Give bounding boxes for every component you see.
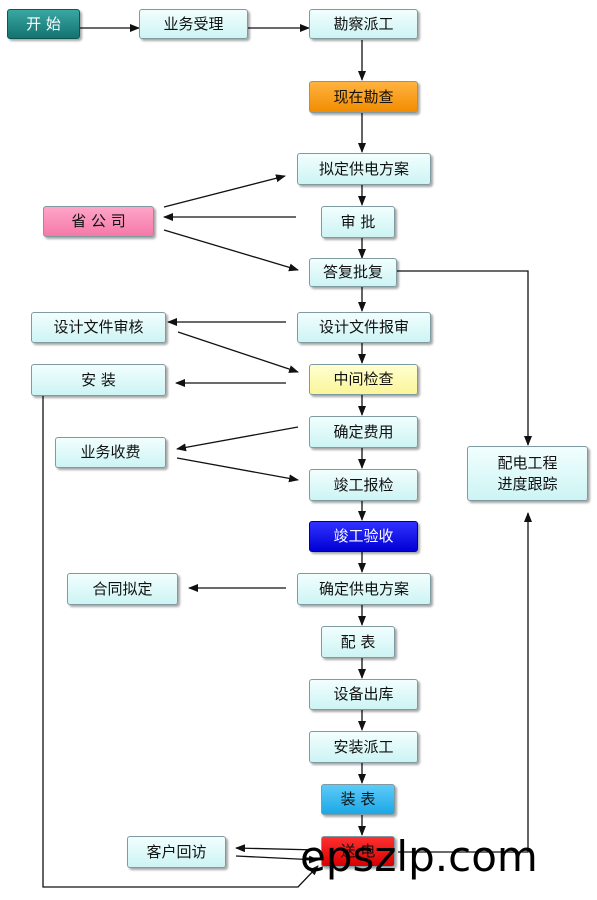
mid-check-node: 中间检查	[309, 364, 418, 395]
design-submit-node: 设计文件报审	[297, 312, 431, 343]
draft-plan-node: 拟定供电方案	[297, 153, 431, 185]
customer-visit-node: 客户回访	[127, 836, 226, 868]
business-fee-node: 业务收费	[55, 437, 166, 468]
power-on-node: 送 电	[321, 836, 395, 867]
site-watermark: epszlp.com	[300, 832, 538, 881]
design-review-node: 设计文件审核	[31, 312, 166, 343]
arrow-poweron-to-visit	[235, 844, 319, 853]
arrow-visit-to-poweron	[235, 855, 319, 864]
reply-node: 答复批复	[309, 258, 397, 287]
arrow-cost-to-fee	[176, 426, 299, 452]
tracking-node: 配电工程 进度跟踪	[467, 446, 588, 501]
arrow-province-to-plan	[163, 174, 286, 208]
site-survey-node: 现在勘查	[309, 81, 418, 113]
arrow-fee-to-final	[176, 457, 299, 483]
survey-dispatch-node: 勘察派工	[309, 9, 418, 39]
approve-node: 审 批	[321, 206, 395, 238]
arrow-province-to-reply	[163, 229, 299, 272]
meter-match-node: 配 表	[321, 626, 395, 658]
province-company-node: 省 公 司	[43, 206, 154, 237]
final-report-node: 竣工报检	[309, 469, 418, 501]
start-node: 开 始	[7, 9, 80, 39]
arrow-reply-to-tracking	[397, 270, 532, 446]
arrow-install-to-poweron	[42, 396, 319, 888]
contract-draft-node: 合同拟定	[67, 573, 178, 605]
install-dispatch-node: 安装派工	[309, 731, 418, 763]
equipment-out-node: 设备出库	[309, 679, 418, 710]
arrow-review-to-mid	[177, 331, 299, 373]
final-acceptance-node: 竣工验收	[309, 521, 418, 552]
business-accept-node: 业务受理	[139, 9, 248, 39]
arrow-poweron-to-tracking	[398, 512, 532, 853]
confirm-plan-node: 确定供电方案	[297, 573, 431, 605]
confirm-cost-node: 确定费用	[309, 416, 418, 448]
install-node: 安 装	[31, 364, 166, 396]
meter-install-node: 装 表	[321, 784, 395, 815]
